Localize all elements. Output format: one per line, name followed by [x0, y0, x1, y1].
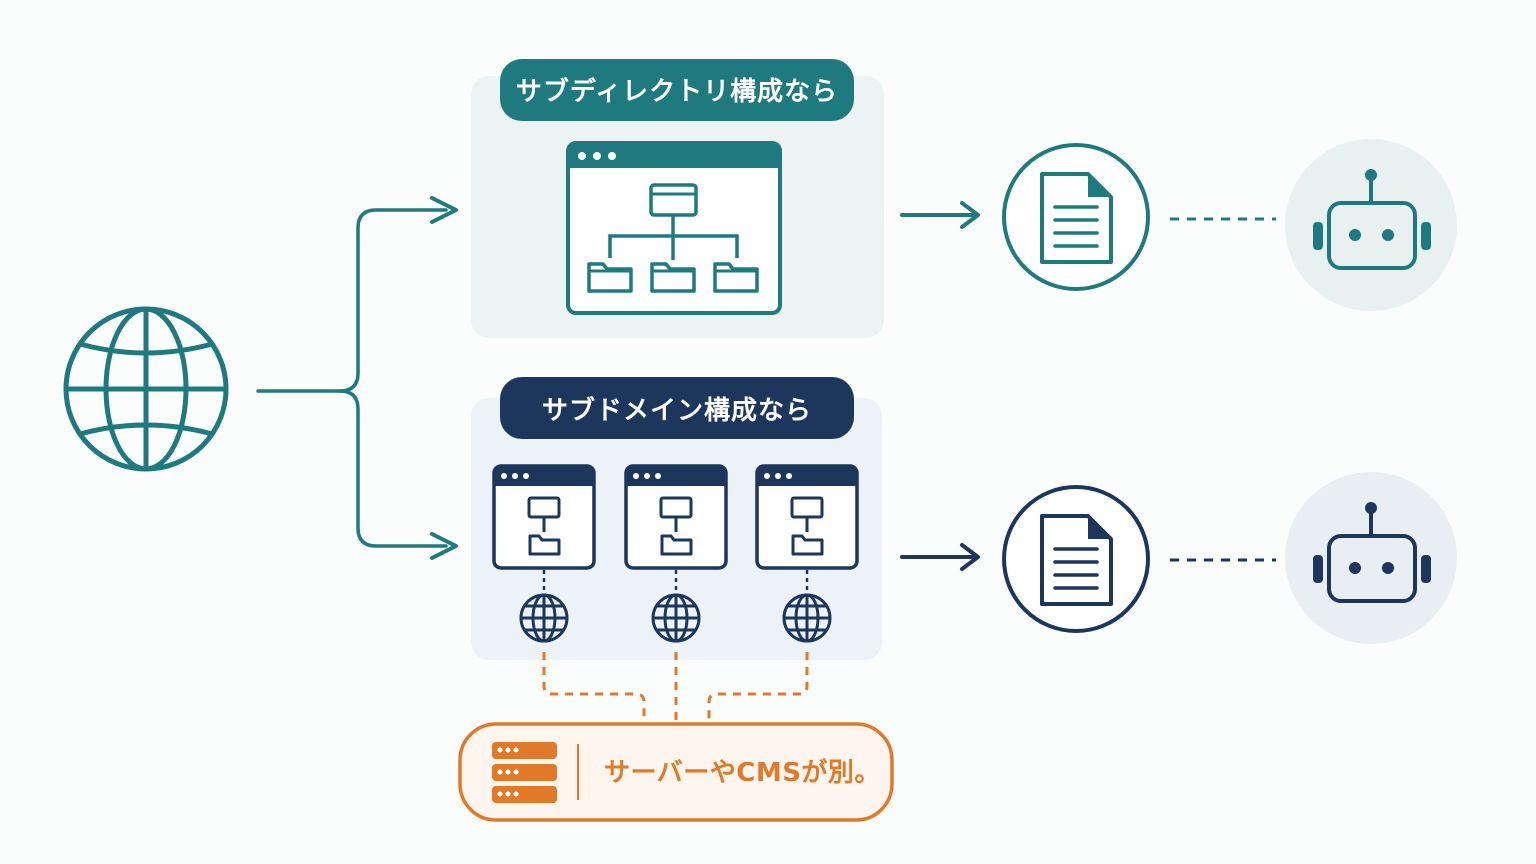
- globe-icon: [63, 306, 229, 472]
- subdomain-heading: サブドメイン構成なら: [541, 396, 812, 426]
- robot-icon: [1285, 472, 1457, 644]
- site-tree-icon: [755, 464, 859, 570]
- arrow-icon: [900, 543, 980, 571]
- subdomain-pill: [500, 377, 854, 439]
- site-tree-icon: [566, 141, 782, 315]
- server-note-label: サーバーやCMSが別。: [604, 758, 881, 788]
- document-icon: [1002, 485, 1150, 633]
- globe-icon: [782, 593, 832, 643]
- site-tree-icon: [492, 464, 596, 570]
- site-tree-icon: [624, 464, 728, 570]
- arrow-icon: [900, 201, 980, 229]
- arrow-icon: [430, 196, 458, 224]
- server-icon: [492, 742, 557, 803]
- subdirectory-heading: サブディレクトリ構成なら: [515, 77, 839, 107]
- globe-icon: [651, 593, 701, 643]
- globe-icon: [519, 593, 569, 643]
- branch-connector: [256, 208, 448, 548]
- server-note-box: [458, 722, 894, 822]
- dashed-link: [542, 570, 809, 592]
- server-link: [542, 652, 809, 722]
- subdirectory-pill: [500, 59, 854, 121]
- document-icon: [1002, 143, 1150, 291]
- arrow-icon: [430, 532, 458, 560]
- robot-icon: [1285, 139, 1457, 311]
